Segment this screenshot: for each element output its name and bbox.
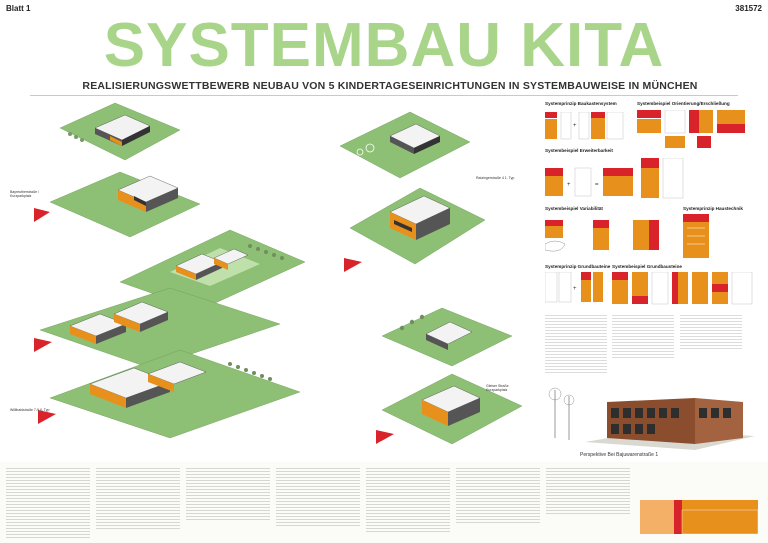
bottom-text-col-1 [6,466,90,538]
bottom-text-col-5 [366,466,450,532]
caption-plot-1: Bayreutherstraße / Kurzparkplatz [10,190,39,198]
diagram-baukasten: + [545,112,625,140]
site-plan-6 [330,106,480,186]
bottom-detail-diagram [640,500,760,536]
sheet-label: Blatt 1 [6,4,31,13]
diagram-title-6: Systemprinzip Grundbauteine [545,264,611,269]
svg-text:=: = [595,182,599,188]
bottom-text-col-7 [546,466,630,516]
svg-text:+: + [567,182,571,188]
bottom-text-col-3 [186,466,270,520]
diagram-title-7: Systembeispiel Grundbausteine [612,264,682,269]
bottom-text-col-6 [456,466,540,524]
right-text-block-3 [680,313,742,349]
title-divider [30,95,738,96]
site-plan-9 [372,360,532,450]
bottom-text-col-4 [276,466,360,526]
site-plan-8 [372,300,522,370]
entry-code: 381572 [735,4,762,13]
diagram-title-5: Systemprinzip Haustechnik [683,206,743,211]
perspective-rendering [545,380,755,455]
right-text-block-2 [612,313,674,358]
site-plan-4 [30,280,290,370]
subtitle: REALISIERUNGSWETTBEWERB NEUBAU VON 5 KIN… [82,80,698,92]
right-text-block-1 [545,313,607,373]
diagram-orientierung [637,110,747,150]
caption-plot-5: Willibaldstraße 7-9 II. Typ [10,408,50,412]
site-plan-7 [340,168,490,278]
diagram-haustechnik [683,214,753,260]
diagram-title-3: Systembeispiel Erweiterbarkeit [545,148,613,153]
site-plan-2 [30,162,220,242]
diagram-title-4: Systembeispiel Variabilität [545,206,603,211]
diagram-title-1: Systemprinzip Baukastensystem [545,101,617,106]
site-plan-1 [30,98,200,178]
svg-text:+: + [573,123,577,129]
perspective-caption: Perspektive Bei Bajuwarenstraße 1 [580,452,659,458]
caption-plot-4: Ratzingerstraße 4 1. Typ [476,176,515,180]
bottom-text-col-2 [96,466,180,530]
caption-plot-8: Gleiser Straße Kurzparkplatz [486,384,509,392]
diagram-variabilitaet [545,214,680,258]
diagram-grundbausteine-prinzip: + [545,272,605,304]
diagram-grundbausteine-beispiel [612,272,754,306]
main-title: SYSTEMBAU KITA [103,11,665,80]
site-plan-5 [30,340,310,440]
diagram-title-2: Systembeispiel Orientierung/Erschließung [637,101,730,106]
diagram-erweiterbarkeit: + = [545,158,685,200]
svg-text:+: + [573,286,577,292]
